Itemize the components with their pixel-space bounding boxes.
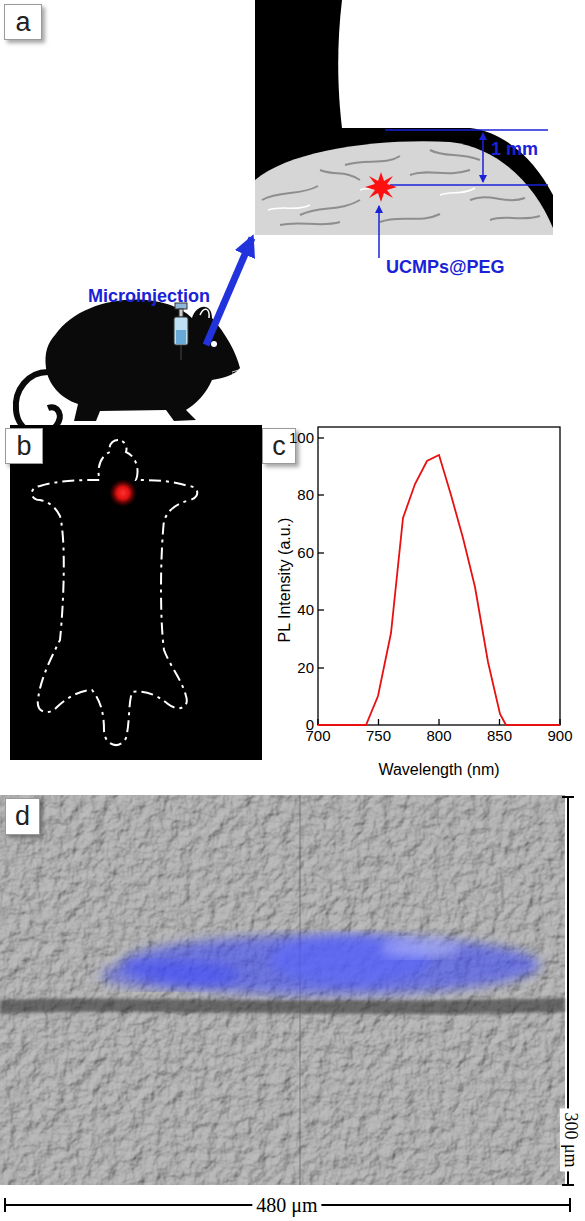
- signal-spot: [109, 479, 137, 507]
- tick-label: 750: [366, 728, 391, 745]
- axis-title: PL Intensity (a.u.): [276, 518, 294, 643]
- mouse-outline: [32, 440, 198, 745]
- tick-label: 800: [426, 728, 451, 745]
- scale-label: 300 μm: [560, 1108, 580, 1171]
- chart-axes: [318, 427, 560, 725]
- panel-letter-box: a: [4, 4, 42, 40]
- tick-label: 100: [289, 430, 314, 447]
- brain-inset: [255, 0, 553, 235]
- panel-letter-box: d: [5, 798, 40, 835]
- tick-label: 60: [297, 545, 314, 562]
- panel-letter: a: [15, 9, 30, 36]
- tick-label: 850: [487, 728, 512, 745]
- tick-label: 20: [297, 660, 314, 677]
- micrograph: [0, 795, 565, 1185]
- pointer-arrow: [206, 238, 252, 345]
- syringe-icon: [174, 303, 188, 360]
- tick-label: 40: [297, 602, 314, 619]
- scale-label: 480 μm: [252, 1194, 321, 1216]
- dimension-lines: [385, 130, 548, 185]
- panel-letter: c: [272, 433, 286, 460]
- panel-letter-box: b: [5, 428, 43, 464]
- tick-label: 80: [297, 487, 314, 504]
- dimension-label: 1 mm: [491, 140, 538, 160]
- spectrum-curve: [318, 455, 560, 725]
- panel-letter: b: [16, 433, 31, 460]
- scale-bars: [5, 797, 574, 1212]
- axis-title: Wavelength (nm): [378, 761, 499, 779]
- leader-line: [378, 206, 380, 258]
- tick-label: 700: [305, 728, 330, 745]
- imaging-panel: [10, 425, 262, 760]
- injection-label: Microinjection: [88, 287, 210, 307]
- injection-star: [365, 172, 397, 202]
- particle-label: UCMPs@PEG: [386, 258, 505, 278]
- tick-label: 900: [547, 728, 572, 745]
- panel-letter: d: [15, 803, 30, 830]
